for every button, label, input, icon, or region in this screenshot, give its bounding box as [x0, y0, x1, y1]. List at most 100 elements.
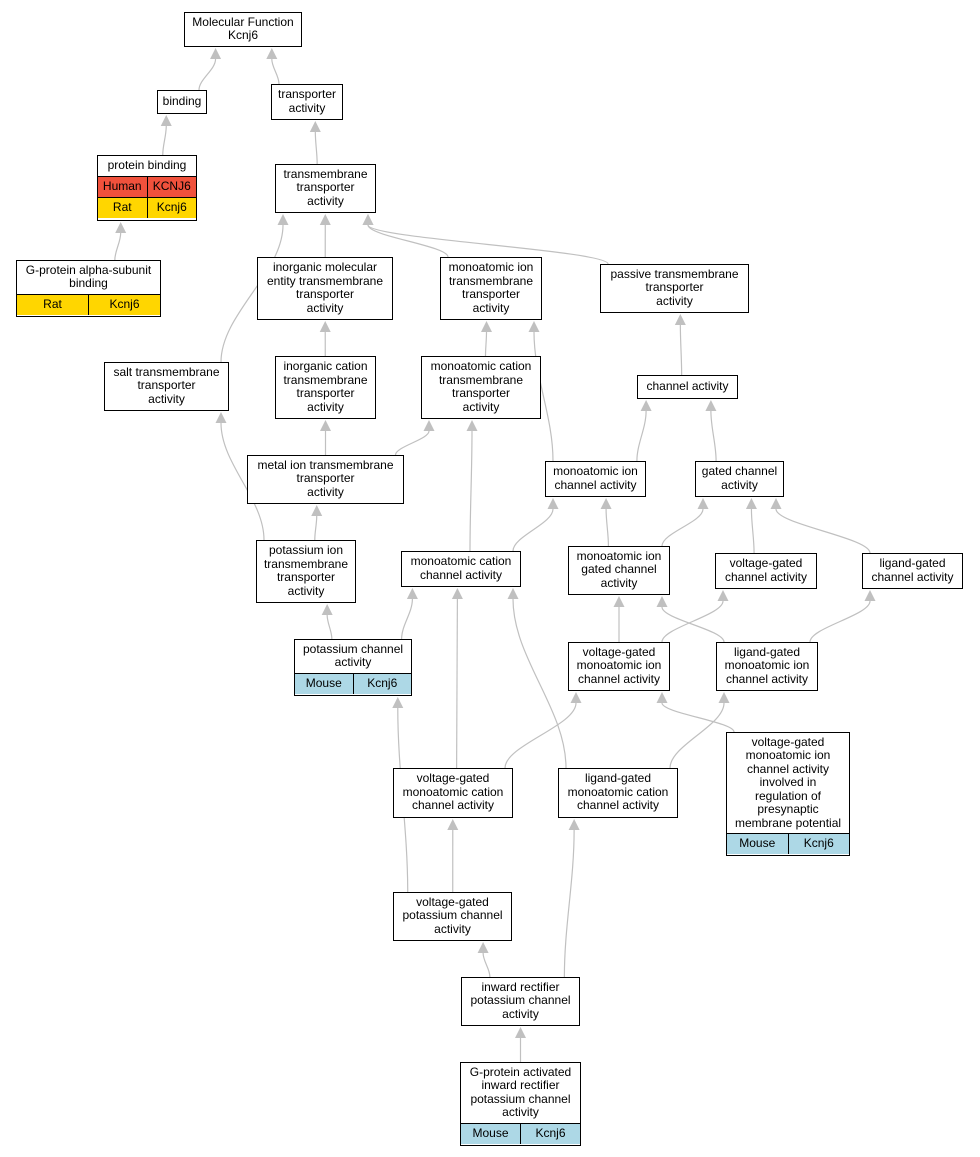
- edge-passive_tm-to-tm_transporter: [367, 224, 609, 265]
- term-channel: channel activity: [637, 375, 738, 399]
- edge-gated_channel-to-channel: [710, 410, 717, 462]
- gene-cell: KCNJ6: [146, 177, 197, 197]
- edge-arrowhead: [674, 314, 686, 325]
- edge-mono_cation_channel-to-mono_cation_tm: [469, 430, 473, 552]
- edge-salt_tm-to-tm_transporter: [220, 224, 284, 363]
- term-label: voltage-gated monoatomic ion channel act…: [576, 644, 662, 686]
- edge-mono_ion_gated-to-gated_channel: [661, 508, 704, 547]
- edge-arrowhead: [320, 420, 331, 431]
- term-label: transporter activity: [277, 87, 337, 115]
- edge-lg_mono_cation-to-lg_mono_ion: [669, 702, 725, 769]
- term-transporter: transporter activity: [271, 84, 343, 120]
- edge-arrowhead: [477, 942, 489, 953]
- annotation-row: Rat Kcnj6: [98, 197, 196, 218]
- edge-inward_rect-to-vg_k_channel: [482, 952, 491, 978]
- edge-arrowhead: [507, 588, 519, 599]
- edge-arrowhead: [481, 321, 492, 332]
- edge-arrowhead: [705, 400, 717, 411]
- term-label: monoatomic ion channel activity: [553, 464, 638, 492]
- term-binding: binding: [157, 90, 207, 114]
- term-passive-tm: passive transmembrane transporter activi…: [600, 264, 749, 313]
- term-mono-ion-tm: monoatomic ion transmembrane transporter…: [440, 257, 542, 320]
- edge-mono_cation_channel-to-mono_ion_channel: [512, 508, 554, 552]
- edge-arrowhead: [656, 596, 668, 607]
- edge-arrowhead: [362, 214, 374, 225]
- term-inward-rect: inward rectifier potassium channel activ…: [461, 977, 580, 1026]
- edge-channel-to-passive_tm: [679, 324, 683, 376]
- term-label: transmembrane transporter activity: [283, 166, 368, 208]
- edge-arrowhead: [718, 692, 730, 703]
- edge-arrowhead: [613, 596, 625, 607]
- edge-arrowhead: [160, 115, 172, 126]
- species-cell: Rat: [43, 296, 62, 311]
- edge-arrowhead: [423, 420, 435, 431]
- edge-k_channel-to-k_ion_tm: [326, 614, 333, 640]
- term-label: metal ion transmembrane transporter acti…: [257, 457, 394, 499]
- term-label: potassium ion transmembrane transporter …: [263, 543, 349, 598]
- species-cell: Rat: [112, 200, 132, 215]
- term-label: salt transmembrane transporter activity: [113, 364, 220, 406]
- edge-arrowhead: [640, 400, 652, 411]
- term-label: ligand-gated channel activity: [871, 556, 954, 584]
- gene-cell: Kcnj6: [88, 294, 160, 315]
- edge-mono_ion_tm-to-tm_transporter: [367, 224, 449, 258]
- term-inorg-mol: inorganic molecular entity transmembrane…: [257, 257, 393, 320]
- term-tm-transporter: transmembrane transporter activity: [275, 164, 376, 213]
- term-mono-ion-channel: monoatomic ion channel activity: [545, 461, 646, 497]
- term-label: gated channel activity: [701, 464, 778, 492]
- edge-arrowhead: [656, 692, 668, 703]
- edge-arrowhead: [770, 498, 782, 509]
- edge-vg_channel-to-gated_channel: [750, 508, 755, 554]
- term-label: ligand-gated monoatomic ion channel acti…: [724, 644, 810, 686]
- term-mf: Molecular Function Kcnj6: [184, 12, 302, 47]
- edge-arrowhead: [311, 505, 323, 516]
- edge-arrowhead: [447, 819, 459, 830]
- term-vg-k-channel: voltage-gated potassium channel activity: [393, 892, 512, 941]
- term-label: ligand-gated monoatomic cation channel a…: [567, 771, 669, 813]
- edge-arrowhead: [515, 1027, 526, 1038]
- edge-arrowhead: [266, 48, 278, 59]
- edge-arrowhead: [277, 214, 289, 225]
- edge-protein_binding-to-binding: [162, 125, 167, 156]
- edge-arrowhead: [115, 222, 127, 233]
- edge-binding-to-mf: [198, 58, 217, 91]
- term-label: monoatomic ion gated channel activity: [576, 548, 662, 590]
- edge-arrowhead: [568, 819, 580, 830]
- term-vg-channel: voltage-gated channel activity: [715, 553, 817, 589]
- term-label: voltage-gated potassium channel activity: [402, 894, 503, 936]
- edge-mono_ion_channel-to-mono_ion_tm: [533, 331, 554, 462]
- term-label: binding: [162, 93, 202, 108]
- edge-arrowhead: [215, 412, 227, 423]
- edge-vg_mono_ion-to-vg_channel: [661, 600, 724, 643]
- term-label: inorganic molecular entity transmembrane…: [266, 260, 384, 315]
- term-label: voltage-gated channel activity: [724, 556, 808, 584]
- edge-lg_mono_cation-to-mono_cation_channel: [512, 598, 567, 769]
- gene-cell: Kcnj6: [787, 833, 850, 854]
- edge-lg_mono_ion-to-mono_ion_gated: [661, 606, 725, 643]
- edge-arrowhead: [600, 498, 612, 509]
- term-vg-presyn: voltage-gated monoatomic ion channel act…: [726, 732, 850, 856]
- term-metal-ion: metal ion transmembrane transporter acti…: [247, 455, 404, 504]
- species-cell: Mouse: [305, 675, 342, 690]
- edge-arrowhead: [451, 588, 463, 599]
- term-label: G-protein alpha-subunit binding: [25, 262, 152, 291]
- edge-tm_transporter-to-transporter: [314, 131, 318, 165]
- term-lg-mono-ion: ligand-gated monoatomic ion channel acti…: [716, 642, 818, 691]
- term-inorg-cation: inorganic cation transmembrane transport…: [275, 356, 376, 419]
- species-cell: Mouse: [739, 835, 776, 850]
- edge-arrowhead: [697, 498, 709, 509]
- term-salt-tm: salt transmembrane transporter activity: [104, 362, 229, 411]
- term-label: channel activity: [646, 378, 729, 393]
- term-gated-channel: gated channel activity: [695, 461, 784, 497]
- edge-vg_mono_cation-to-mono_cation_channel: [456, 598, 458, 769]
- term-mono-cation-channel: monoatomic cation channel activity: [401, 551, 521, 587]
- gene-cell: Kcnj6: [146, 198, 197, 218]
- species-cell: Mouse: [472, 1125, 509, 1140]
- edge-arrowhead: [864, 590, 876, 601]
- edge-k_channel-to-mono_cation_channel: [401, 598, 413, 640]
- edge-arrowhead: [466, 420, 478, 431]
- edge-lg_channel-to-gated_channel: [775, 508, 871, 554]
